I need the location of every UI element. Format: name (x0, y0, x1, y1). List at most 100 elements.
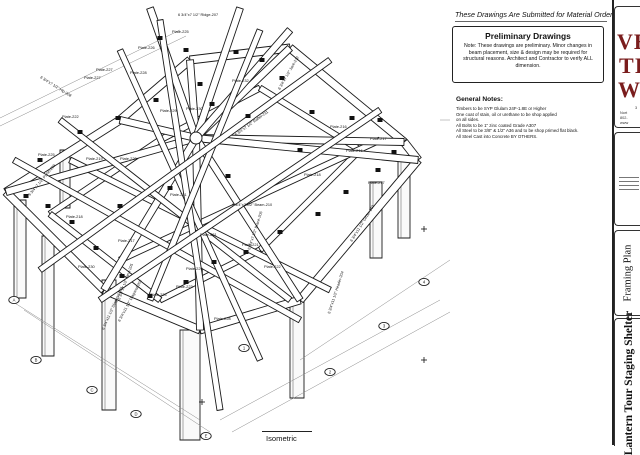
general-notes: General Notes: Timbers to be SYP Glulam … (456, 96, 608, 140)
note-line: One coat of stain, oil or urethane to be… (456, 111, 557, 117)
revision-box (614, 132, 640, 226)
address-line: 802- (620, 116, 628, 120)
plate-label: Plate-217 (118, 238, 135, 243)
plate-label: Plate-227 (84, 75, 101, 80)
diagonal-brace (12, 156, 302, 324)
plate-label: Plate-227 (96, 67, 113, 72)
view-label-rule (262, 431, 312, 432)
plate-label: Plate-225 (38, 152, 55, 157)
grid-bubble-label: 2 (329, 370, 332, 375)
grid-bubble-label: D (134, 412, 137, 417)
fine-print-rule (619, 185, 639, 186)
steel-plate (277, 230, 283, 234)
steel-plate (157, 36, 163, 40)
timber-post (41, 235, 55, 357)
grid-bubble (238, 343, 250, 353)
steel-plate (147, 294, 153, 298)
grid-bubble (8, 295, 20, 305)
plate-label: Plate-216 (346, 148, 363, 153)
grid-bubble (86, 385, 98, 395)
steel-plate (197, 82, 203, 86)
title-block-border (612, 0, 640, 445)
timber-frame (0, 6, 450, 433)
grid-bubble (130, 409, 142, 419)
steel-plate (115, 116, 121, 120)
sheet-title-box: Framing Plan (614, 230, 640, 316)
logo-text-line: VE (617, 29, 640, 54)
address-line: Nort (620, 111, 628, 115)
note-line: All Bolts to be 1" zinc coated Grade A30… (456, 122, 537, 128)
plate-label: Plate-218 (304, 172, 321, 177)
plate-label: Plate-222 (264, 264, 281, 269)
apex-hub (189, 131, 203, 145)
plate-label: Plate-226 (138, 45, 155, 50)
grid-bubble (30, 355, 42, 365)
address-line: 3 (635, 106, 638, 110)
steel-plate (23, 194, 29, 198)
company-logo: VE TI W 3 Nort 802- www (614, 6, 640, 128)
grid-bubble (324, 367, 336, 377)
member-dimension-label: 6 3/4"x11 1/2" Header-204 (327, 271, 345, 314)
grid-bubble-label: C (90, 388, 93, 393)
grid-bubble-label: A (13, 298, 16, 303)
plate-label: Plate-219 (86, 156, 103, 161)
steel-plate (211, 260, 217, 264)
dimension-line (0, 29, 181, 119)
dimension-line (23, 309, 211, 433)
plate-label: Plate-231 (170, 192, 187, 197)
steel-plate (183, 280, 189, 284)
steel-plate (45, 204, 51, 208)
note-line: All Steel Cast into Concrete BY OTHERS. (456, 133, 538, 139)
dimension-line (9, 299, 201, 421)
plate-label: Plate-221 (200, 232, 217, 237)
plate-label: Plate-224 (150, 292, 167, 297)
grid-bubble-label: B (35, 358, 38, 363)
dimension-line (231, 311, 450, 433)
steel-plate (93, 246, 99, 250)
note-line: Timbers to be SYP Glulam 24F-1.8E or Hig… (456, 106, 547, 111)
fine-print-rule (619, 189, 639, 190)
plate-label: Plate-218 (66, 214, 83, 219)
sheet-title: Framing Plan (622, 244, 634, 302)
address-line: www (620, 121, 629, 125)
eave-beam (189, 43, 291, 65)
fine-print-rule (619, 177, 639, 178)
submitted-notice: These Drawings Are Submitted for Materia… (455, 10, 613, 22)
steel-plate (117, 204, 123, 208)
steel-plate (233, 50, 239, 54)
grid-bubble-label: 1 (243, 346, 246, 351)
fine-print-rule (619, 181, 639, 182)
steel-plate (309, 110, 315, 114)
eave-beam (296, 156, 422, 304)
steel-plate (209, 102, 215, 106)
eave-beam (102, 285, 202, 335)
steel-plate (343, 190, 349, 194)
grid-bubble-label: 3 (383, 324, 386, 329)
preliminary-drawings-box: Preliminary Drawings Note: These drawing… (452, 26, 604, 83)
eave-beam (2, 188, 108, 294)
steel-plate (391, 150, 397, 154)
plate-label: Plate-220 (120, 156, 137, 161)
plate-label: Plate-217 (368, 180, 385, 185)
steel-plate (245, 114, 251, 118)
plate-label: Plate-225 (172, 29, 189, 34)
plate-label: Plate-221 (242, 242, 259, 247)
general-notes-title: General Notes: (456, 96, 503, 103)
logo-text-line: TI (619, 53, 640, 78)
steel-plate (297, 148, 303, 152)
plate-label: Plate-230 (186, 106, 203, 111)
preliminary-note: Note: These drawings are preliminary. Mi… (463, 43, 593, 69)
member-dimension-label: 6 3/4"x7 1/2" Ridge-207 (178, 13, 218, 17)
diagonal-brace (57, 117, 293, 303)
tie-beam (257, 147, 363, 253)
grid-bubble-label: 4 (423, 280, 426, 285)
steel-plate (243, 250, 249, 254)
logo-text-line: W (618, 77, 640, 102)
grid-bubble (418, 277, 430, 287)
diagonal-brace (37, 57, 333, 273)
steel-plate (349, 116, 355, 120)
steel-plate (315, 212, 321, 216)
steel-plate (259, 58, 265, 62)
steel-plate (225, 174, 231, 178)
